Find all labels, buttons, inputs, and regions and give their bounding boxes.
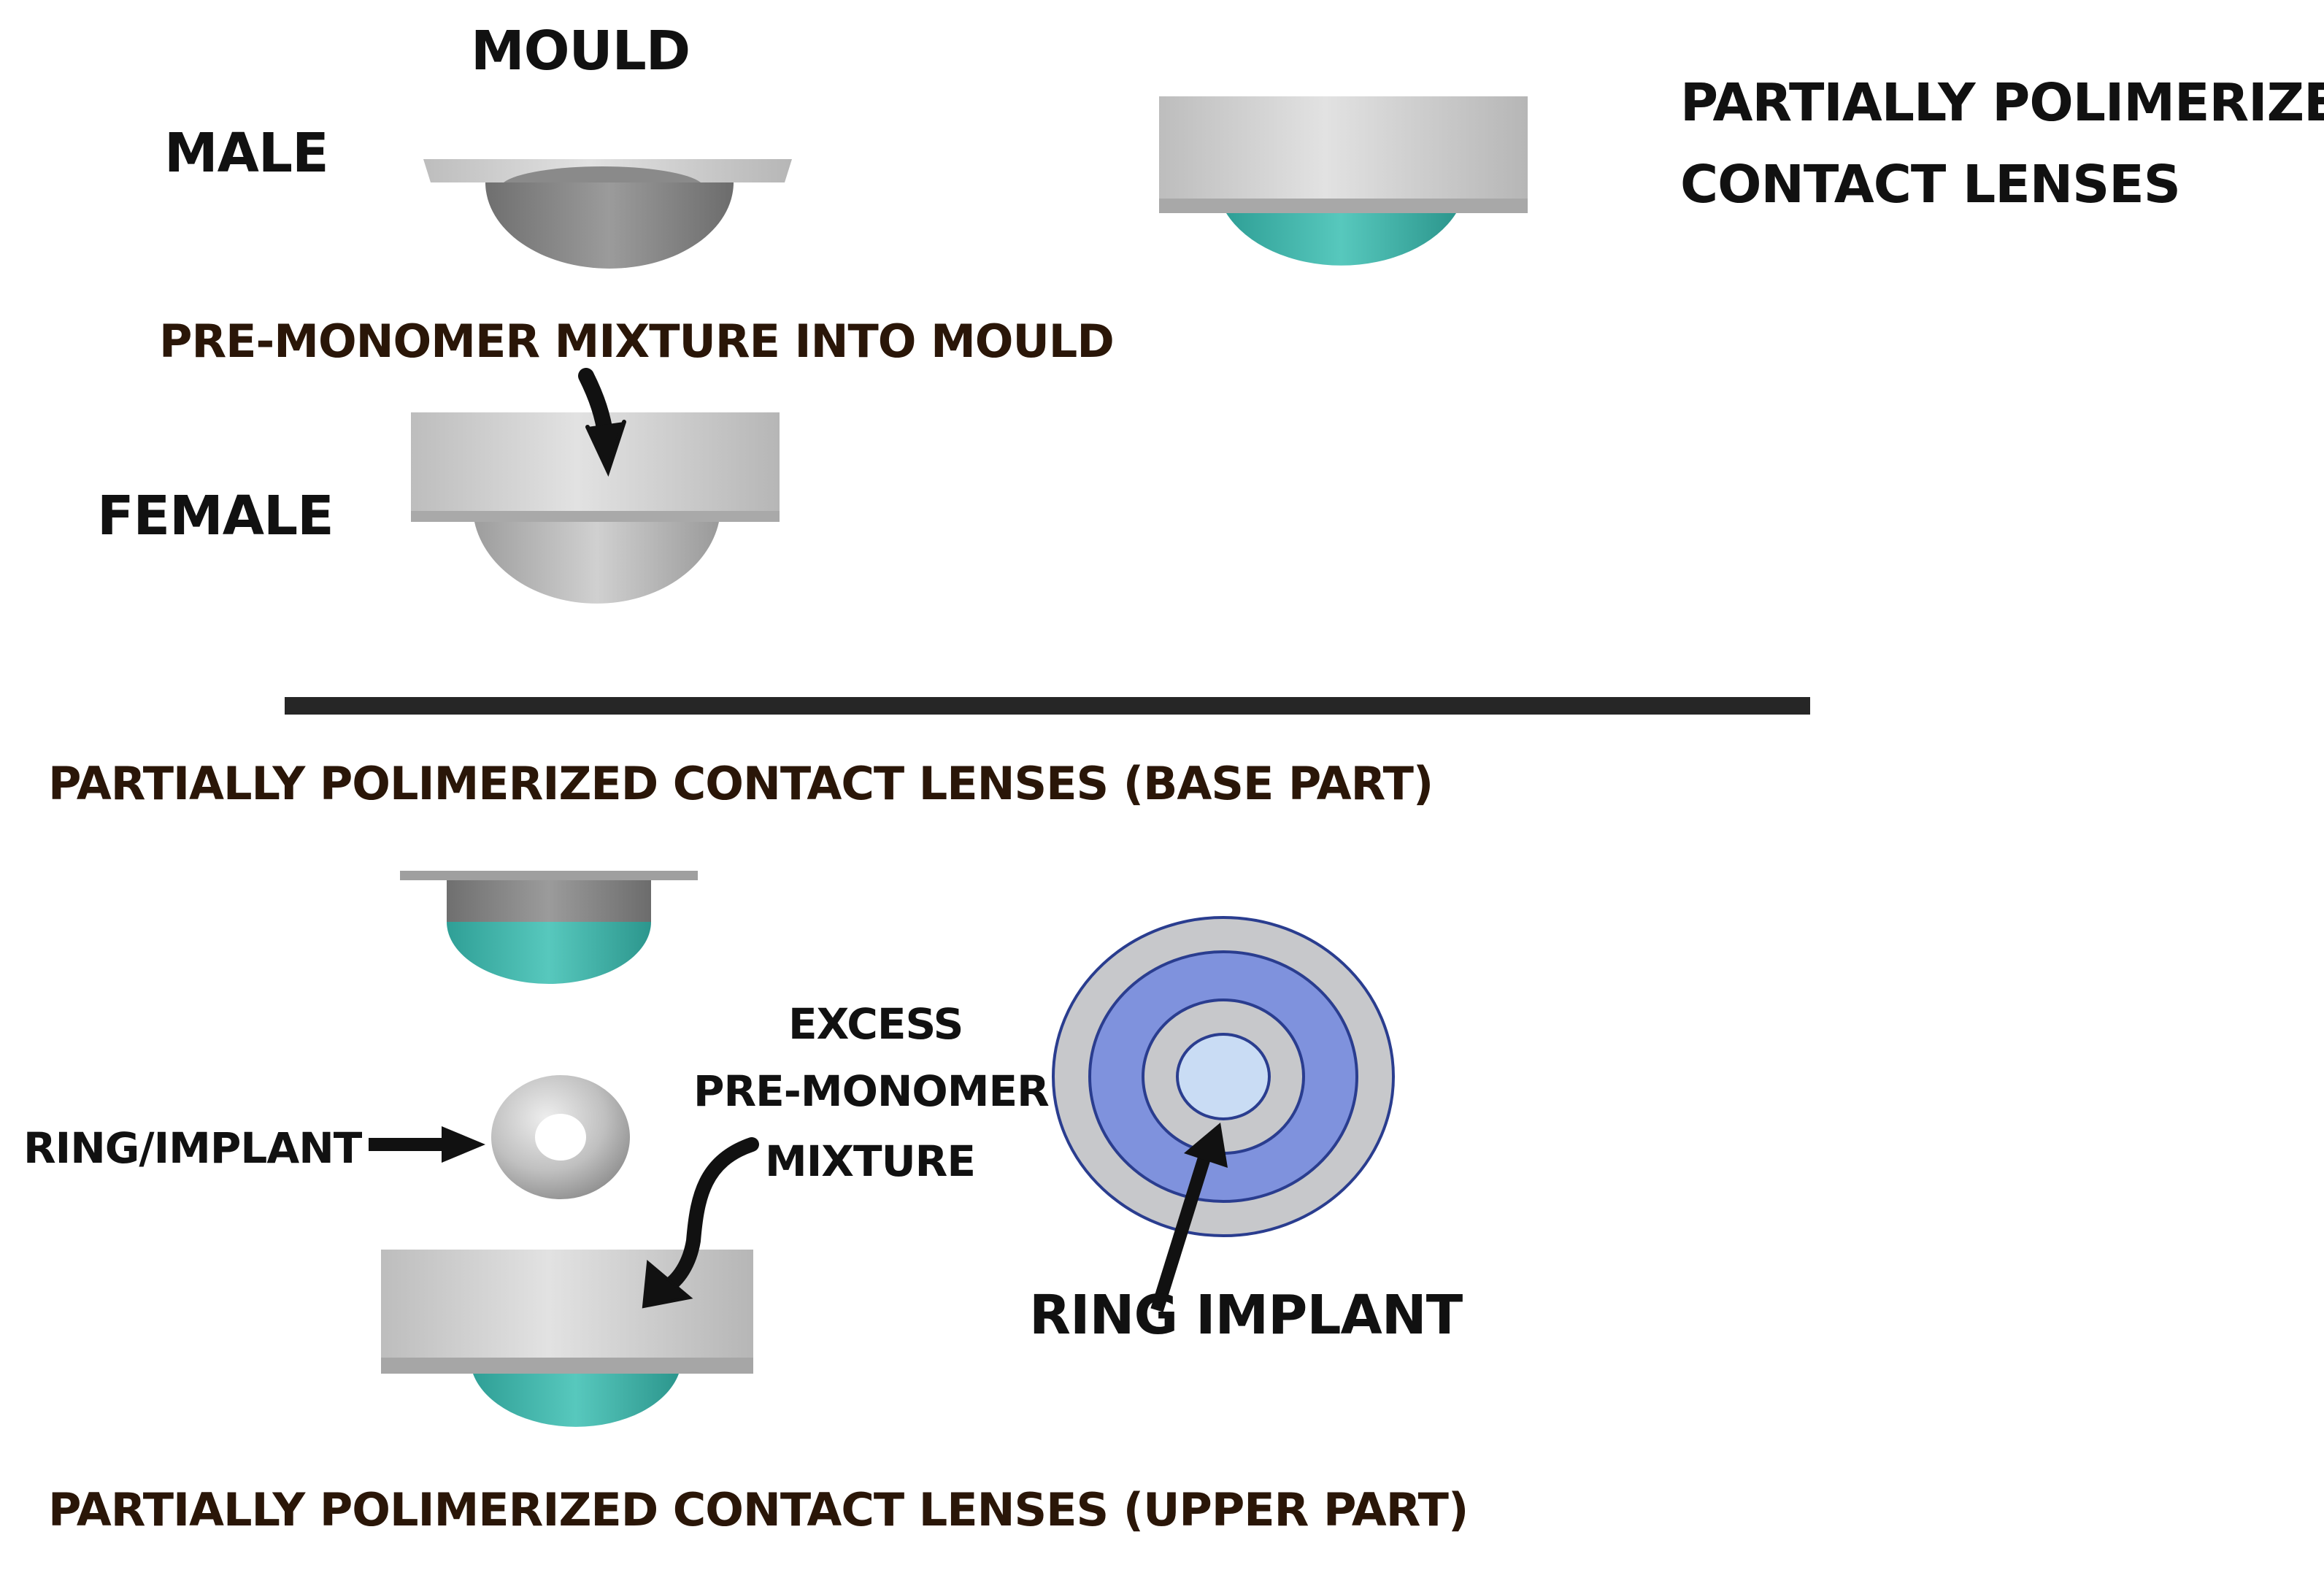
- arrow-excess-mixture: [642, 1137, 759, 1309]
- partially-polymerized-lens-top: [1159, 96, 1528, 266]
- label-mixture: MIXTURE: [765, 1136, 976, 1186]
- label-ring-implant-right: RING IMPLANT: [1029, 1284, 1463, 1347]
- label-partially-polymerized-line1: PARTIALLY POLIMERIZED: [1680, 72, 2324, 133]
- label-base-part: PARTIALLY POLIMERIZED CONTACT LENSES (BA…: [48, 757, 1434, 810]
- male-mould: [423, 159, 792, 269]
- label-male: MALE: [164, 122, 329, 185]
- label-partially-polymerized-line2: CONTACT LENSES: [1680, 154, 2181, 215]
- label-ring-implant-left: RING/IMPLANT: [23, 1123, 362, 1173]
- label-pre-monomer-into-mould: PRE-MONOMER MIXTURE INTO MOULD: [159, 315, 1115, 368]
- arrow-into-mould: [578, 368, 626, 477]
- upper-part-lens: [381, 1250, 753, 1427]
- base-part-lens: [400, 871, 698, 984]
- ring-implant-top-view: [1052, 916, 1395, 1237]
- arrow-ring-implant: [1150, 1123, 1228, 1312]
- label-excess: EXCESS: [788, 999, 963, 1049]
- label-female: FEMALE: [97, 485, 334, 547]
- label-pre-monomer: PRE-MONOMER: [693, 1066, 1050, 1116]
- arrow-to-ring: [369, 1126, 485, 1163]
- label-mould: MOULD: [471, 20, 690, 82]
- ring-implant-torus: [491, 1075, 630, 1199]
- label-upper-part: PARTIALLY POLIMERIZED CONTACT LENSES (UP…: [48, 1483, 1469, 1536]
